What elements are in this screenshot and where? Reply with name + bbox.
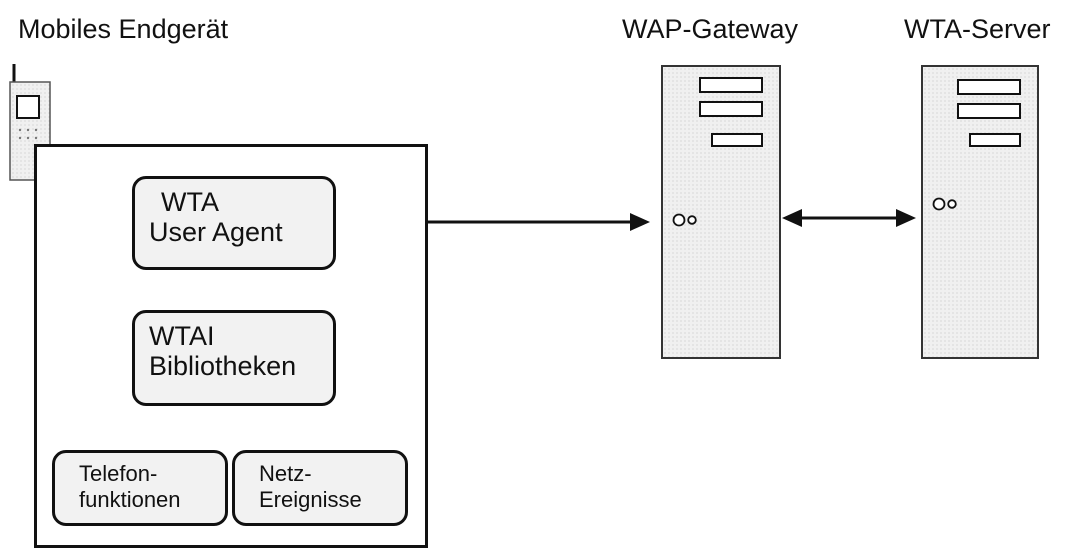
- wta-server-icon: [921, 65, 1039, 359]
- gateway-server-icon: [661, 65, 781, 359]
- arrow-gateway-server: [782, 209, 916, 227]
- wta-user-agent-box: WTA User Agent: [132, 176, 336, 270]
- server-title: WTA-Server: [904, 14, 1051, 44]
- user-agent-line-1: WTA: [161, 187, 219, 217]
- telefon-line-1: Telefon-: [79, 461, 158, 486]
- device-title: Mobiles Endgerät: [18, 14, 229, 44]
- gateway-title: WAP-Gateway: [622, 14, 799, 44]
- netz-line-2: Ereignisse: [259, 487, 362, 512]
- wtai-line-1: WTAI: [149, 321, 215, 351]
- netz-line-1: Netz-: [259, 461, 312, 486]
- telefon-line-2: funktionen: [79, 487, 181, 512]
- user-agent-line-2: User Agent: [149, 217, 283, 247]
- telefonfunktionen-box: Telefon- funktionen: [52, 450, 228, 526]
- netz-ereignisse-box: Netz- Ereignisse: [232, 450, 408, 526]
- wtai-bibliotheken-box: WTAI Bibliotheken: [132, 310, 336, 406]
- wtai-line-2: Bibliotheken: [149, 351, 297, 381]
